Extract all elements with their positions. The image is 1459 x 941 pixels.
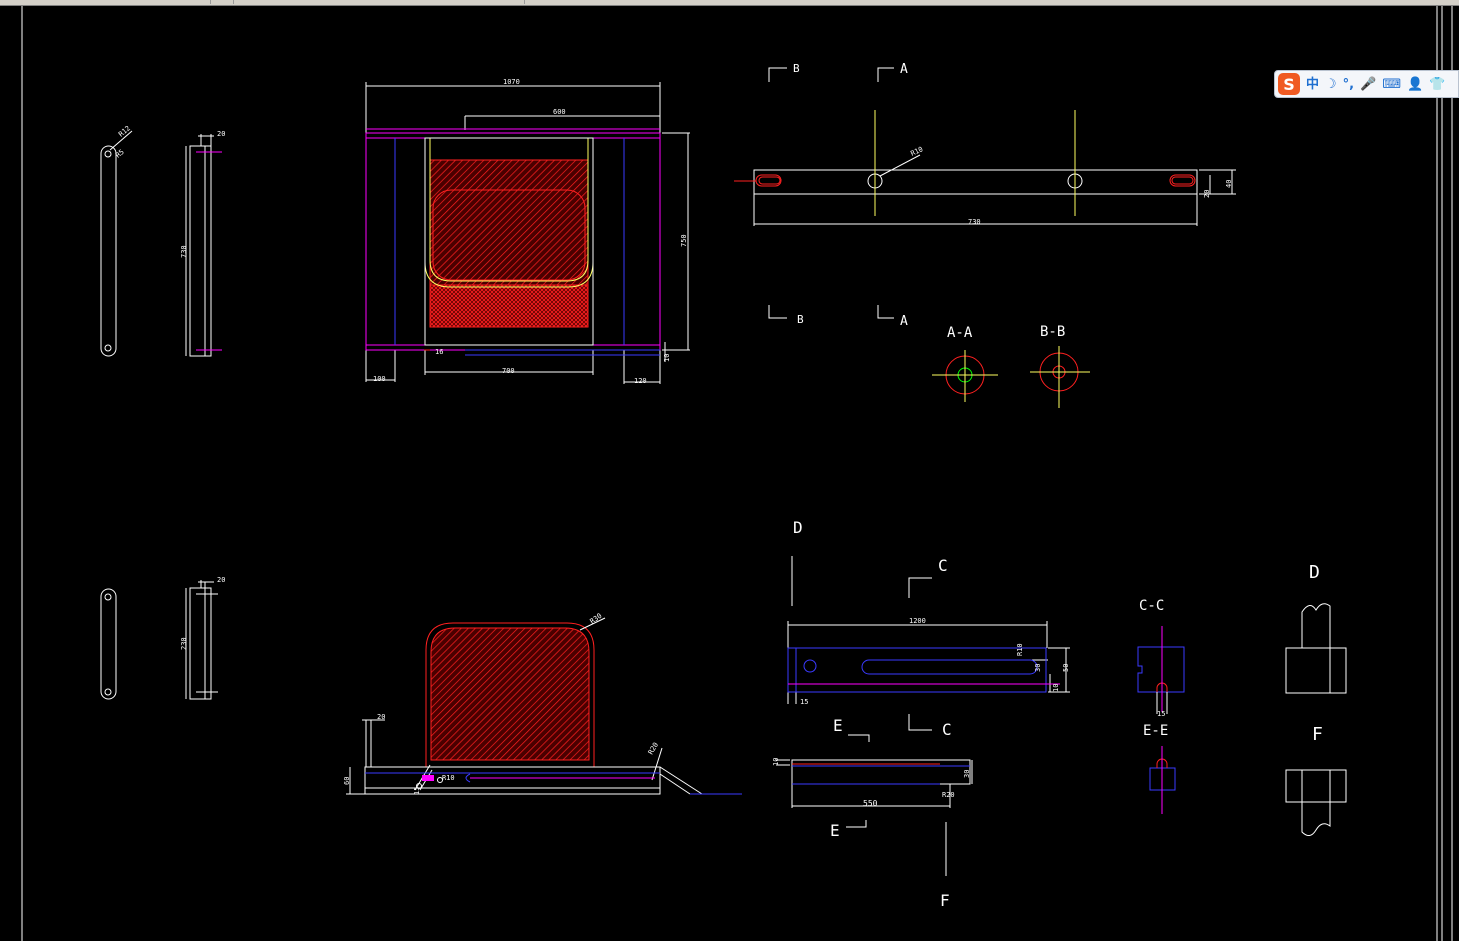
side-bar-bottom[interactable] bbox=[185, 580, 218, 700]
dim-15c: 15 bbox=[1157, 710, 1165, 718]
toolbar-segment[interactable] bbox=[234, 0, 525, 4]
dim-700: 700 bbox=[502, 367, 515, 375]
dim-30b: 30 bbox=[963, 770, 971, 778]
dim-30a: 30 bbox=[1034, 664, 1042, 672]
dim-750: 750 bbox=[680, 234, 688, 247]
section-title-bb: B-B bbox=[1040, 324, 1065, 340]
section-title-aa: A-A bbox=[947, 325, 973, 341]
dim-100: 100 bbox=[373, 375, 386, 383]
short-bar-view[interactable] bbox=[776, 759, 973, 876]
view-label-d-arrow: D bbox=[793, 518, 803, 537]
keyboard-icon[interactable]: ⌨ bbox=[1382, 76, 1402, 92]
rail-view[interactable] bbox=[734, 110, 1236, 226]
dim-550: 550 bbox=[863, 799, 878, 808]
dim-1200: 1200 bbox=[909, 617, 926, 625]
side-bar-top-marks bbox=[196, 151, 222, 351]
section-title-ee: E-E bbox=[1143, 723, 1168, 739]
section-label-a-top: A bbox=[900, 62, 908, 77]
view-d[interactable] bbox=[1285, 603, 1347, 694]
section-ee-view[interactable] bbox=[1149, 746, 1176, 814]
dim-40: 40 bbox=[1225, 180, 1233, 188]
dim-1070: 1070 bbox=[503, 78, 520, 86]
dim-120: 120 bbox=[634, 377, 647, 385]
dim-r10c: R10 bbox=[1016, 643, 1024, 656]
dim-r10b: R10 bbox=[442, 774, 455, 782]
section-label-b-top: B bbox=[793, 62, 800, 75]
dim-r12: R12 bbox=[117, 124, 132, 138]
drawing-frame bbox=[21, 6, 1453, 941]
ime-mode-toggle[interactable]: 中 bbox=[1306, 76, 1320, 92]
toolbar-segment[interactable] bbox=[0, 0, 211, 4]
shirt-icon[interactable]: 👕 bbox=[1429, 76, 1446, 92]
side-link-bottom[interactable] bbox=[100, 588, 117, 700]
section-label-a-bottom: A bbox=[900, 314, 908, 329]
section-bb-view[interactable] bbox=[1030, 346, 1090, 408]
ime-logo-icon[interactable]: S bbox=[1278, 73, 1300, 95]
moon-icon[interactable]: ☽ bbox=[1325, 76, 1337, 92]
view-label-f-arrow: F bbox=[940, 891, 950, 910]
microphone-icon[interactable]: 🎤 bbox=[1360, 76, 1377, 92]
dim-600: 600 bbox=[553, 108, 566, 116]
top-view[interactable] bbox=[365, 82, 690, 384]
section-aa-view[interactable] bbox=[932, 350, 998, 402]
dim-10a: 10 bbox=[663, 354, 671, 362]
section-title-cc: C-C bbox=[1139, 598, 1164, 614]
dim-20b: 20 bbox=[217, 576, 225, 584]
dim-730a: 730 bbox=[180, 245, 188, 258]
user-icon[interactable]: 👤 bbox=[1407, 76, 1424, 92]
dim-10b: 10 bbox=[1052, 684, 1060, 692]
dim-50: 50 bbox=[1062, 664, 1070, 672]
view-title-f: F bbox=[1312, 724, 1323, 745]
section-label-e-bottom: E bbox=[830, 821, 840, 840]
side-link-top[interactable] bbox=[100, 130, 133, 357]
dim-r20b: R20 bbox=[942, 791, 955, 799]
front-view[interactable] bbox=[346, 617, 742, 795]
section-marks-c bbox=[908, 577, 932, 731]
dim-60: 60 bbox=[343, 777, 351, 785]
section-label-c-bottom: C bbox=[942, 720, 952, 739]
slotted-bar-view[interactable] bbox=[787, 621, 1070, 704]
section-marks-ab bbox=[768, 67, 894, 319]
side-bar-top[interactable] bbox=[185, 134, 214, 357]
dim-r30: R30 bbox=[589, 612, 604, 626]
view-title-d: D bbox=[1309, 562, 1320, 583]
ime-toolbar[interactable]: S 中 ☽ °, 🎤 ⌨ 👤 👕 bbox=[1274, 70, 1459, 98]
window-top-strip bbox=[0, 0, 1459, 6]
dim-20d: 20 bbox=[377, 713, 385, 721]
dim-20a: 20 bbox=[217, 130, 225, 138]
dim-15b: 15 bbox=[800, 698, 808, 706]
section-marks-e bbox=[846, 734, 870, 828]
dim-r20: R20 bbox=[647, 741, 660, 756]
dim-r5: R5 bbox=[114, 148, 126, 160]
section-label-b-bottom: B bbox=[797, 313, 804, 326]
dim-10c: 10 bbox=[772, 758, 780, 766]
punctuation-toggle[interactable]: °, bbox=[1342, 76, 1355, 92]
section-label-e-top: E bbox=[833, 716, 843, 735]
dim-730b: 730 bbox=[968, 218, 981, 226]
dim-16: 16 bbox=[435, 348, 443, 356]
dim-r10a: R10 bbox=[909, 145, 924, 158]
view-f[interactable] bbox=[1285, 769, 1347, 836]
toolbar-segment[interactable] bbox=[211, 0, 234, 4]
section-cc-view[interactable] bbox=[1137, 626, 1185, 714]
drawing-canvas[interactable]: R12 R5 20 730 20 bbox=[0, 6, 1459, 941]
dim-230: 230 bbox=[180, 637, 188, 650]
section-label-c-top: C bbox=[938, 556, 948, 575]
dim-20c: 20 bbox=[1203, 190, 1211, 198]
dim-15a: 15 bbox=[413, 787, 421, 795]
